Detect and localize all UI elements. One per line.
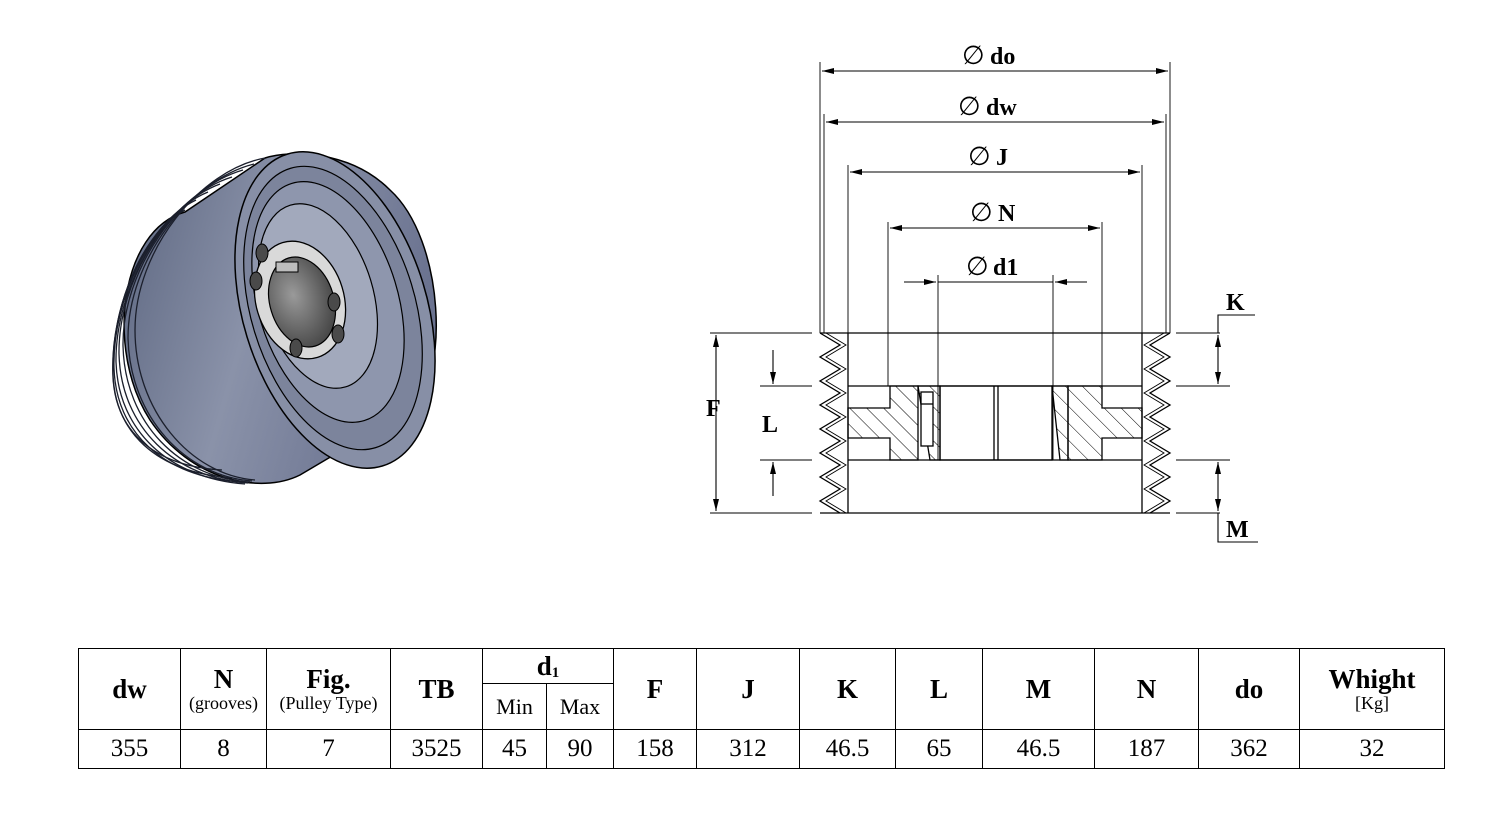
cell-n: 8 bbox=[180, 729, 267, 769]
header-j: J bbox=[696, 648, 800, 730]
cell-max: 90 bbox=[546, 729, 614, 769]
table-row: 355 8 7 3525 45 90 158 312 46.5 65 46.5 … bbox=[78, 729, 1445, 769]
dimension-lines bbox=[713, 68, 1258, 543]
pulley-3d-view bbox=[112, 151, 437, 485]
header-l: L bbox=[895, 648, 983, 730]
table-subheader-row: Min Max bbox=[79, 683, 1445, 730]
cell-tb: 3525 bbox=[390, 729, 483, 769]
phi-symbol-d1: ∅ bbox=[966, 252, 989, 281]
cell-f: 158 bbox=[613, 729, 697, 769]
header-tb: TB bbox=[390, 648, 483, 730]
cell-k: 46.5 bbox=[799, 729, 896, 769]
header-fig: Fig.(Pulley Type) bbox=[266, 648, 391, 730]
phi-symbol-do: ∅ bbox=[962, 41, 985, 70]
header-whight: Whight[Kg] bbox=[1299, 648, 1445, 730]
phi-symbol-J: ∅ bbox=[968, 142, 991, 171]
table-header-row: dw N(grooves) Fig.(Pulley Type) TB d1 F … bbox=[78, 648, 1445, 730]
header-n2: N bbox=[1094, 648, 1199, 730]
cell-dw: 355 bbox=[78, 729, 181, 769]
dimension-labels: ∅ do ∅ dw ∅ J ∅ N ∅ d1 K F L M bbox=[706, 41, 1249, 543]
cell-min: 45 bbox=[482, 729, 547, 769]
header-do: do bbox=[1198, 648, 1300, 730]
label-do: do bbox=[990, 44, 1015, 70]
phi-symbol-dw: ∅ bbox=[958, 92, 981, 121]
label-L: L bbox=[762, 412, 778, 438]
label-K: K bbox=[1226, 290, 1245, 316]
cell-j: 312 bbox=[696, 729, 800, 769]
cell-l: 65 bbox=[895, 729, 983, 769]
header-dw: dw bbox=[78, 648, 181, 730]
label-M: M bbox=[1226, 517, 1249, 543]
cell-do: 362 bbox=[1198, 729, 1300, 769]
cell-m: 46.5 bbox=[982, 729, 1095, 769]
cell-n2: 187 bbox=[1094, 729, 1199, 769]
label-dw: dw bbox=[986, 95, 1017, 121]
header-d1: d1 bbox=[482, 648, 614, 684]
section-view bbox=[710, 62, 1230, 514]
spec-table: dw N(grooves) Fig.(Pulley Type) TB d1 F … bbox=[78, 648, 1445, 769]
label-d1: d1 bbox=[993, 255, 1018, 281]
header-max: Max bbox=[546, 683, 614, 730]
header-min: Min bbox=[482, 683, 547, 730]
cell-whight: 32 bbox=[1299, 729, 1445, 769]
label-N: N bbox=[998, 201, 1016, 227]
label-F: F bbox=[706, 396, 721, 422]
header-f: F bbox=[613, 648, 697, 730]
cell-fig: 7 bbox=[266, 729, 391, 769]
header-k: K bbox=[799, 648, 896, 730]
header-m: M bbox=[982, 648, 1095, 730]
phi-symbol-N: ∅ bbox=[970, 198, 993, 227]
label-J: J bbox=[996, 145, 1008, 171]
technical-drawing: ∅ do ∅ dw ∅ J ∅ N ∅ d1 K F L M bbox=[112, 41, 1258, 543]
header-n: N(grooves) bbox=[180, 648, 267, 730]
